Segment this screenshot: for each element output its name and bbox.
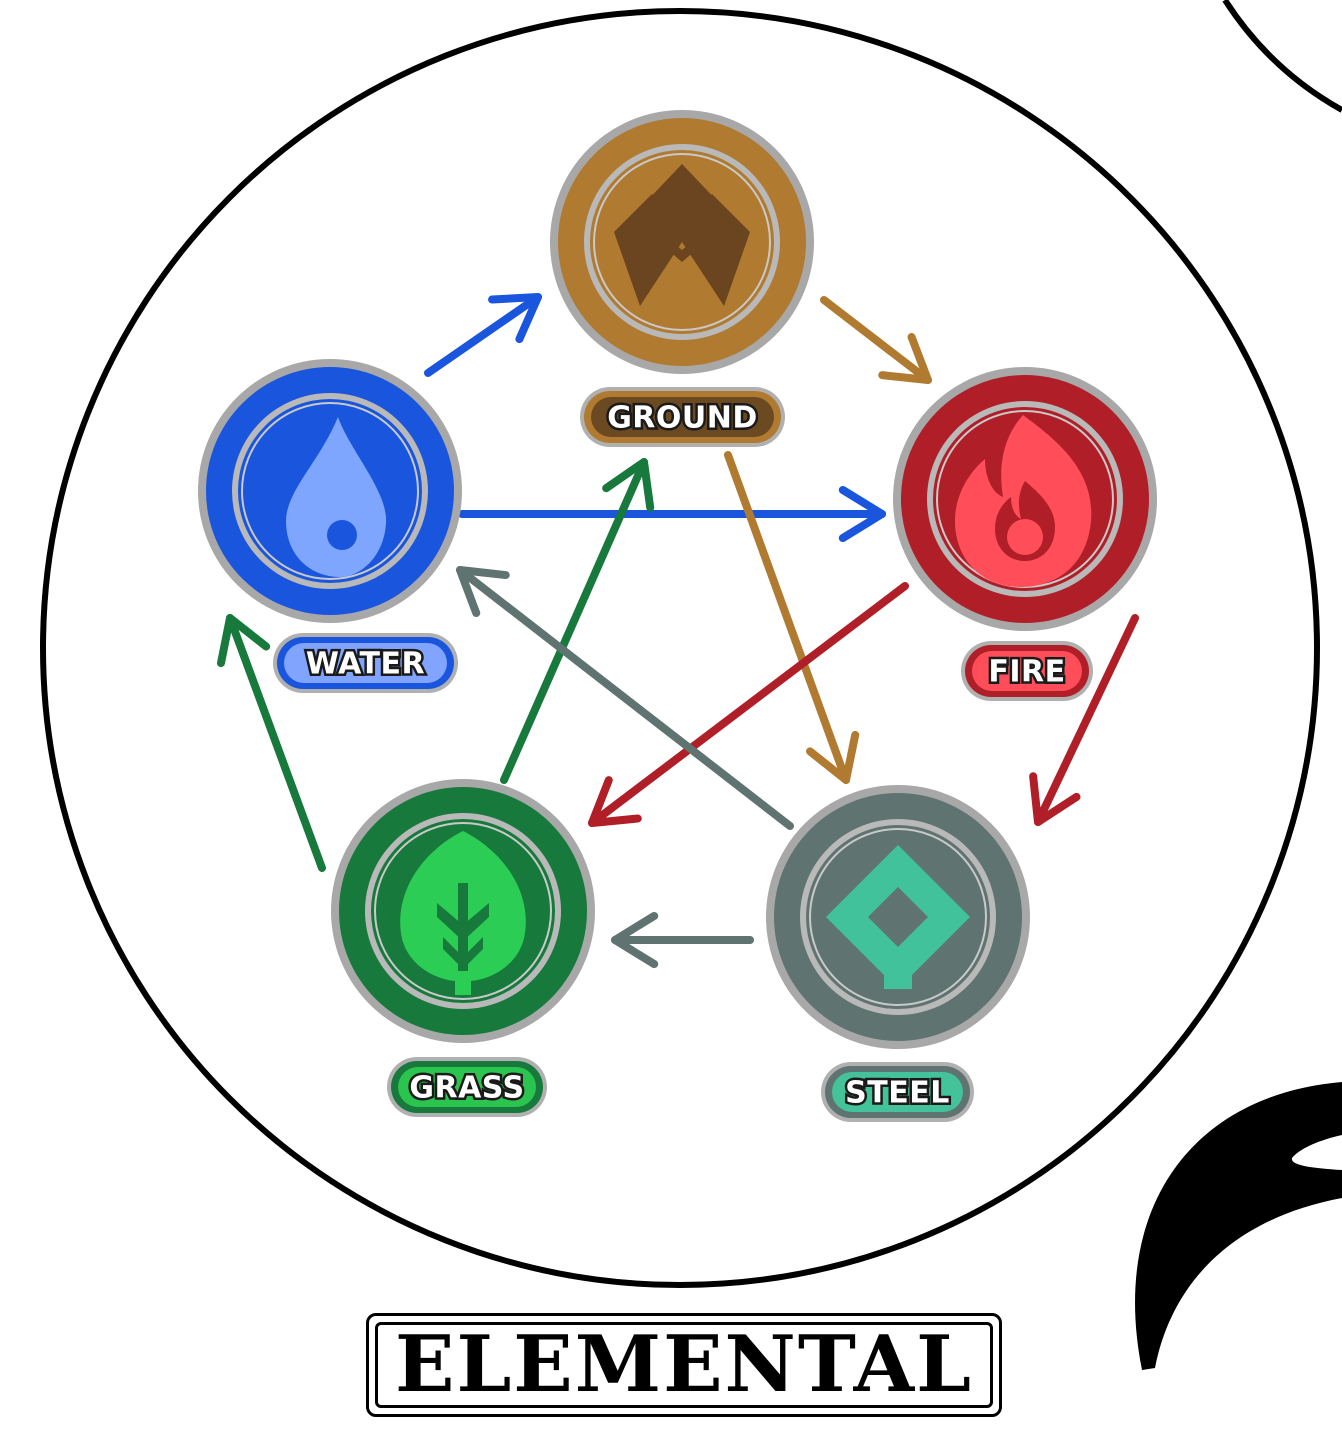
grass-label: GRASS (409, 1071, 524, 1106)
element-node-fire: FIRE (893, 367, 1157, 701)
mountain-icon (614, 164, 750, 306)
grass-label-pill: GRASS (387, 1057, 547, 1117)
arrow-steel-to-grass (611, 911, 754, 969)
water-drop-icon (286, 417, 387, 577)
ground-label: GROUND (607, 401, 758, 436)
arrow-shaft (500, 458, 648, 784)
element-node-grass: GRASS (331, 779, 595, 1117)
arrow-grass-to-ground (500, 458, 655, 784)
fire-label-pill: FIRE (961, 641, 1093, 701)
water-label-pill: WATER (273, 633, 458, 693)
steel-shield-icon (826, 845, 970, 989)
arrow-shaft (424, 293, 542, 377)
ground-label-pill: GROUND (580, 387, 785, 447)
arrow-steel-to-water (456, 566, 794, 830)
steel-medallion (766, 785, 1030, 1049)
arrow-shaft (226, 614, 326, 872)
arrow-ground-to-fire (820, 296, 932, 384)
arrow-head (488, 293, 542, 344)
arrow-shaft (1034, 614, 1139, 826)
arrow-head (588, 776, 642, 827)
diagram-title: ELEMENTAL (395, 1319, 973, 1410)
arrow-ground-to-steel (724, 451, 860, 784)
element-node-ground: GROUND (550, 110, 814, 447)
element-node-steel: STEEL (766, 785, 1030, 1122)
flame-icon (955, 415, 1092, 587)
arrow-head (216, 614, 271, 668)
relation-arrows (216, 293, 1139, 969)
arrow-fire-to-steel (1029, 614, 1139, 826)
arrow-head (611, 911, 659, 969)
arrow-head (878, 333, 932, 384)
corner-arc-decoration (1222, 0, 1342, 113)
arrow-shaft (820, 296, 932, 384)
arrow-water-to-fire (458, 485, 886, 543)
steel-label: STEEL (845, 1076, 950, 1111)
water-label: WATER (306, 647, 425, 682)
arrow-head (806, 730, 860, 784)
title-inner-frame: ELEMENTAL (375, 1322, 993, 1408)
title-banner: ELEMENTAL (366, 1313, 1002, 1417)
arrow-shaft (588, 582, 909, 827)
arrow-head (1029, 772, 1081, 826)
grass-medallion (331, 779, 595, 1043)
water-medallion (198, 359, 462, 623)
fire-label: FIRE (988, 655, 1065, 690)
crescent-decoration (1135, 1082, 1342, 1370)
arrow-head (602, 458, 655, 512)
ground-medallion (550, 110, 814, 374)
arrow-head (456, 566, 510, 618)
arrow-head (838, 485, 886, 543)
steel-label-pill: STEEL (821, 1062, 974, 1122)
leaf-icon (400, 831, 526, 995)
element-nodes: GROUND WATER FIRE GRASS STEEL (198, 110, 1157, 1122)
arrow-shaft (456, 566, 794, 830)
arrow-fire-to-grass (588, 582, 909, 827)
arrow-grass-to-water (216, 614, 326, 872)
fire-medallion (893, 367, 1157, 631)
arrow-shaft (724, 451, 850, 784)
arrow-water-to-ground (424, 293, 542, 377)
element-node-water: WATER (198, 359, 462, 693)
